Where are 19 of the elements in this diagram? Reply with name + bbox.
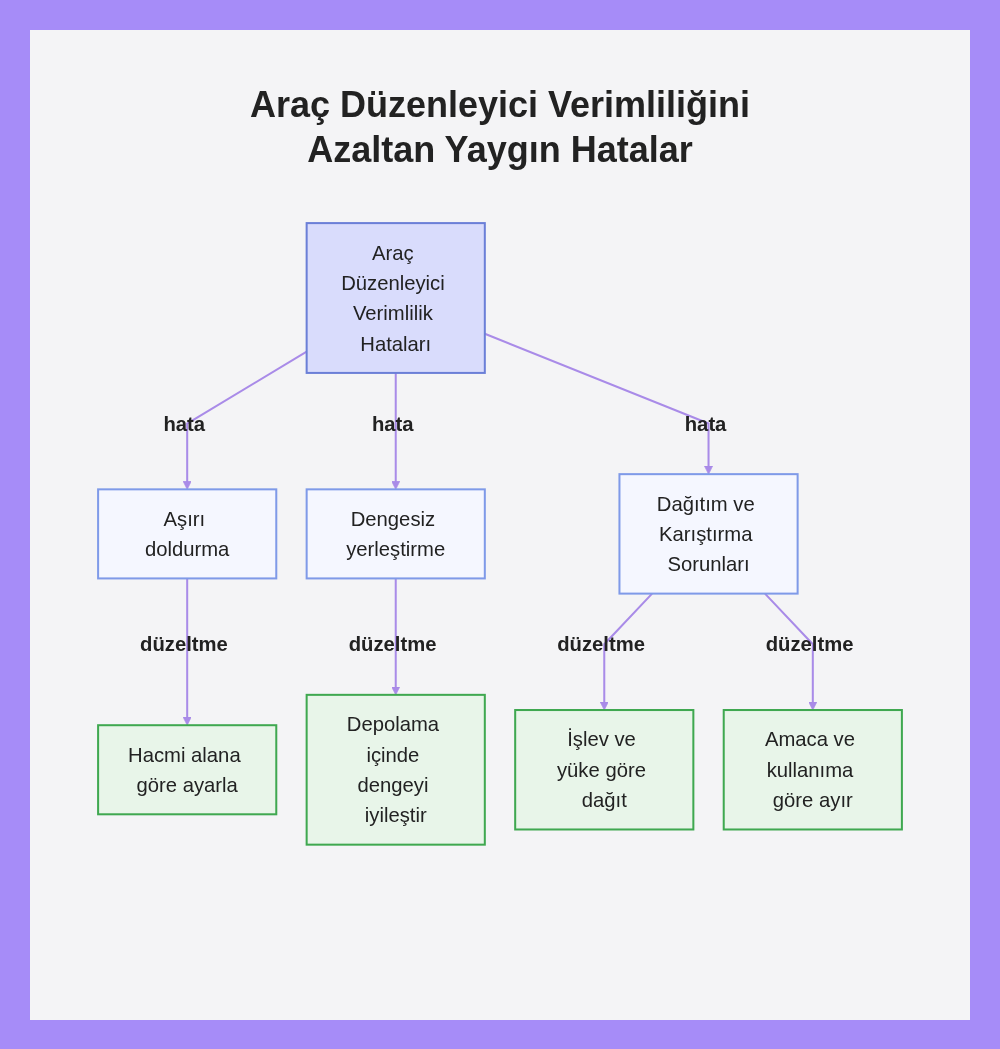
node-box: Dağıtım ve Karıştırma Sorunları <box>618 473 799 595</box>
arrow <box>484 332 713 475</box>
edge-label: hata <box>371 412 414 435</box>
node-box: Amaca ve kullanıma göre ayır <box>722 709 903 831</box>
edge-label: düzeltme <box>140 633 228 656</box>
edge-label: hata <box>163 412 206 435</box>
edge-label: düzeltme <box>348 633 437 656</box>
edge-label: hata <box>684 412 727 435</box>
arrow <box>391 372 401 490</box>
node-box: Hacmi alana göre ayarla <box>97 724 278 816</box>
node-box: Aşırı doldurma <box>97 488 278 580</box>
edge-label: düzeltme <box>557 633 645 656</box>
title: Araç Düzenleyici Verimliliğini Azaltan Yaygın Hatalar <box>248 83 752 172</box>
node-box: Depolama içinde dengeyi iyileştir <box>305 693 486 846</box>
node-box: İşlev ve yüke göre dağıt <box>514 709 695 831</box>
node-box: Dengesiz yerleştirme <box>305 488 486 580</box>
arrow <box>182 578 192 726</box>
node-box: Araç Düzenleyici Verimlilik Hataları <box>305 222 486 374</box>
edge-label: düzeltme <box>765 633 854 656</box>
